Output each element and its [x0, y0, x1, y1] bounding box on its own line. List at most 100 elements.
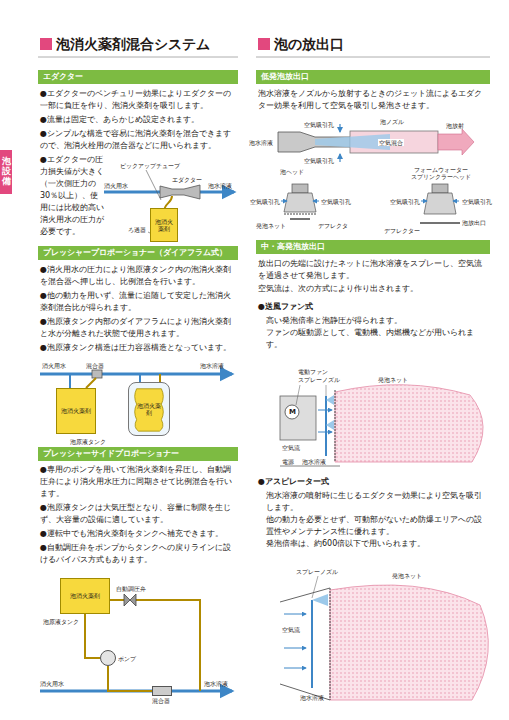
- foam-nozzle-drawing-part: [339, 124, 340, 132]
- part-label: 泡原液タンク: [70, 438, 106, 445]
- body-text: ●泡原液タンク構造は圧力容器構造となっています。: [40, 342, 238, 354]
- part-label: 発泡ネット: [392, 572, 422, 579]
- part-label: スプレーノズル: [296, 568, 338, 575]
- aspirator-drawing-part: [330, 588, 331, 700]
- section-bar: プレッシャープロポーショナー（ダイアフラム式）: [38, 246, 238, 260]
- foam-nozzle-drawing-part: [339, 154, 340, 162]
- part-label: 消火用水: [40, 680, 64, 687]
- subheading: ●アスピレーター式: [258, 476, 329, 488]
- node-text: ポンプ: [118, 655, 136, 662]
- section-heading: 泡消火薬剤混合システム: [56, 35, 210, 53]
- node-text: 泡設備: [2, 157, 11, 187]
- pipe-connector: [108, 666, 152, 691]
- part-label: 泡水溶液: [300, 694, 324, 701]
- part-label: 泡水溶液: [208, 182, 232, 189]
- fan-drawing-part: [335, 390, 336, 462]
- foam-head-drawing-part: [432, 184, 448, 193]
- part-label: 空気吸引孔: [304, 157, 334, 164]
- subheading: ●送風ファン式: [258, 301, 313, 313]
- section-bar: 中・高発泡放出口: [256, 240, 490, 254]
- body-text: ●シンプルな構造で容易に泡消火薬剤を混合できますので、泡消火栓用の混合器などに用…: [40, 128, 238, 152]
- node-text: プレッシャープロポーショナー（ダイアフラム式）: [43, 248, 227, 257]
- node-text: 泡消火薬剤: [135, 402, 163, 416]
- fan-drawing-part: [325, 396, 327, 456]
- part-label: 泡放出口: [462, 219, 486, 226]
- part-label: 消火用水: [104, 182, 128, 189]
- body-text: 他の動力を必要とせず、可動部がないため防爆エリアへの設置性やメンテナンス性に優れ…: [266, 514, 488, 538]
- part-label: デフレクター: [384, 227, 420, 234]
- section-marks-part: [258, 38, 270, 50]
- body-text: 高い発泡倍率と泡静圧が得られます。: [266, 315, 488, 327]
- body-text: 泡水溶液の噴射時に生じるエダクター効果により空気を吸引します。: [266, 490, 488, 514]
- section-marks-part: [256, 57, 490, 58]
- aspirator-drawing-part: [330, 585, 488, 700]
- foam-head-drawing-part: [313, 201, 319, 202]
- pipe-connector: [85, 614, 100, 658]
- agent-tank: 泡消火薬剤: [56, 388, 96, 434]
- aspirator-drawing-part: [312, 576, 318, 598]
- part-label: 泡水溶液: [249, 139, 273, 146]
- aspirator-drawing-part: [284, 648, 306, 649]
- foam-head-drawing-part: [420, 222, 460, 224]
- aspirator-drawing-part: [284, 614, 306, 615]
- node-text: 低発泡放出口: [261, 72, 309, 81]
- part-label: 空気混合: [378, 139, 404, 146]
- fan-drawing-part: [318, 432, 332, 433]
- diaphragm-drawing-part: [159, 374, 161, 382]
- fan-drawing-part: [285, 405, 299, 419]
- fan-drawing-part: [326, 395, 334, 430]
- part-label: 電源: [282, 458, 294, 465]
- section-bar: プレッシャーサイドプロポーショナー: [38, 447, 238, 461]
- body-text: ●運転中でも泡消火薬剤をタンクへ補充できます。: [40, 528, 238, 540]
- diaphragm-drawing-part: [69, 374, 71, 388]
- part-label: 自動調圧弁: [116, 585, 146, 592]
- body-text: ●自動調圧弁をポンプからタンクへの戻りラインに設けるバイパス方式もあります。: [40, 542, 238, 566]
- part-label: 発泡ネット: [378, 376, 408, 383]
- foam-head-drawing: [281, 184, 460, 223]
- part-label: 電動ファン: [298, 368, 328, 375]
- eductor-drawing-part: [146, 170, 161, 200]
- aspirator-drawing-part: [280, 588, 330, 700]
- part-label: 泡ヘッド: [280, 168, 304, 175]
- body-text: 放出口の先端に設けたネットに泡水溶液をスプレーし、空気流を通過させて発泡します。: [258, 258, 488, 282]
- body-text: ●流量は固定で、あらかじめ設定されます。: [40, 114, 238, 126]
- diaphragm-drawing-part: [86, 378, 96, 388]
- part-label: スプレーノズル: [298, 376, 340, 383]
- body-text: ●泡原液タンクは大気圧型となり、容量に制限を生じず、大容量の設備に適しています。: [40, 502, 238, 526]
- bladder-tank: 泡消火薬剤: [128, 382, 170, 436]
- section-bar: 低発泡放出口: [256, 70, 490, 84]
- body-text: 泡水溶液をノズルから放射するときのジェット流によるエダクター効果を利用して空気を…: [258, 88, 488, 112]
- part-label: 泡ノズル: [380, 118, 404, 125]
- body-text: ファンの駆動源として、電動機、内燃機などが用いられます。: [266, 327, 488, 351]
- part-label: 空気吸引孔: [250, 198, 280, 205]
- section-marks-part: [40, 38, 52, 50]
- part-label: ピックアップチューブ: [120, 162, 180, 169]
- bladder-outline: [135, 389, 164, 431]
- section-heading: 泡の放出口: [274, 35, 344, 53]
- node-text: 泡消火薬剤: [61, 407, 91, 414]
- part-label: 泡放射: [446, 122, 464, 129]
- fan-drawing-part: [296, 385, 300, 405]
- part-label: デフレクタ: [318, 222, 348, 229]
- part-label: 発泡ネット: [256, 222, 286, 229]
- diaphragm-drawing-part: [139, 374, 141, 382]
- section-marks-part: [38, 57, 238, 58]
- part-label: 泡原液タンク: [42, 618, 80, 625]
- agent-tank: 泡消火薬剤: [150, 208, 178, 242]
- agent-tank: 泡消火薬剤: [60, 578, 110, 614]
- part-label: 泡水溶液: [302, 458, 326, 465]
- foam-head-drawing-part: [421, 201, 427, 202]
- foam-nozzle-drawing-part: [438, 129, 474, 155]
- part-label: 泡水溶液: [200, 362, 224, 369]
- foam-head-drawing-part: [292, 184, 308, 193]
- aspirator-drawing-part: [312, 594, 328, 606]
- aspirator-drawing-part: [284, 668, 306, 669]
- node-text: 泡消火薬剤: [70, 592, 100, 599]
- body-text: ●エダクターのベンチュリー効果によりエダクターの一部に負圧を作り、泡消火薬剤を吸…: [40, 88, 238, 112]
- node-text: 泡消火薬剤: [153, 218, 175, 232]
- pressure-side-drawing-part: [110, 600, 200, 691]
- section-bar: エダクター: [38, 70, 238, 84]
- body-text: ●他の動力を用いず、流量に追随して安定した泡消火薬剤混合比が得られます。: [40, 290, 238, 314]
- body-text: ●消火用水の圧力により泡原液タンク内の泡消火薬剤を混合器へ押し出し、比例混合を行…: [40, 264, 238, 288]
- body-text: 空気流は、次の方式により作り出されます。: [258, 283, 488, 295]
